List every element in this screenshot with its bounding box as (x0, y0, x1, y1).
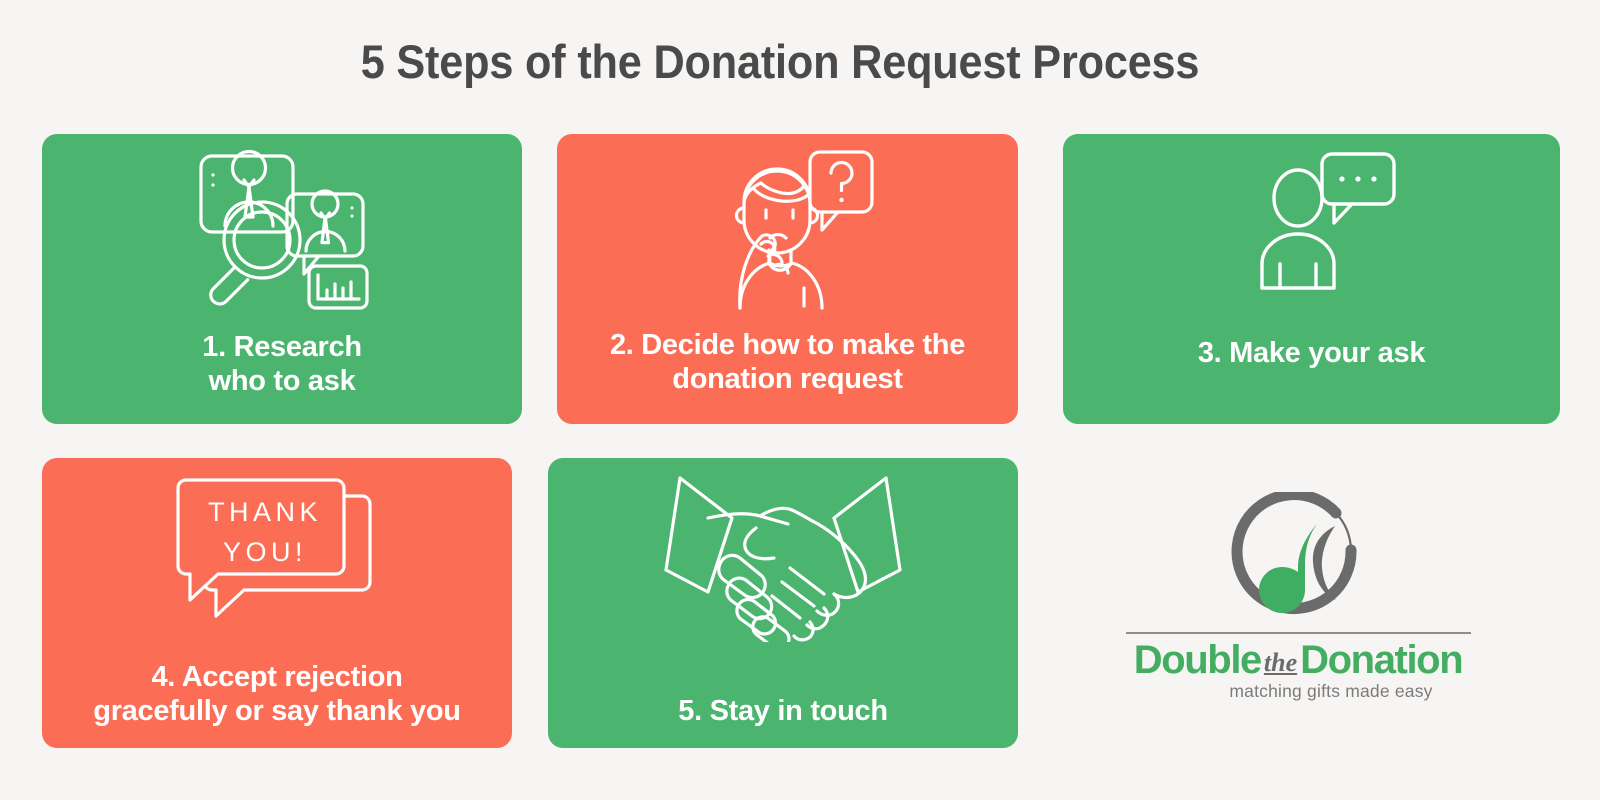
step-1-label-line1: 1. Research (202, 331, 362, 363)
step-4-label-line2: gracefully or say thank you (93, 695, 461, 728)
step-4-label-line1: 4. Accept rejection (151, 661, 403, 693)
step-card-1-label: 1. Research who to ask (42, 330, 522, 398)
logo-word-the: the (1263, 648, 1298, 677)
logo-divider (1125, 632, 1471, 634)
research-people-magnifier-icon (192, 144, 372, 312)
handshake-icon (658, 472, 908, 642)
step-2-label-line1: 2. Decide how to make the (609, 329, 966, 361)
thank-you-line1-text: THANK (208, 497, 322, 527)
step-2-label-line2: donation request (672, 363, 903, 396)
logo-mark-icon (1223, 492, 1373, 630)
step-card-4: THANK YOU! 4. Accept rejection gracefull… (42, 458, 512, 748)
thank-you-line2-text: YOU! (223, 537, 307, 567)
step-card-5-label: 5. Stay in touch (548, 694, 1018, 728)
thank-you-speech-bubble-icon: THANK YOU! (172, 474, 382, 634)
person-speech-bubble-icon (1222, 148, 1402, 298)
step-1-label-line2: who to ask (208, 365, 356, 398)
step-card-2-label: 2. Decide how to make the donation reque… (557, 328, 1018, 396)
logo-tagline: matching gifts made easy (1229, 681, 1433, 701)
step-card-5: 5. Stay in touch (548, 458, 1018, 748)
page-title: 5 Steps of the Donation Request Process (360, 35, 1200, 88)
step-card-4-label: 4. Accept rejection gracefully or say th… (42, 660, 512, 728)
step-card-3-label: 3. Make your ask (1063, 336, 1560, 370)
thinking-person-question-icon (698, 146, 878, 314)
logo-word-donation: Donation (1300, 638, 1464, 682)
step-card-2: 2. Decide how to make the donation reque… (557, 134, 1018, 424)
step-card-3: 3. Make your ask (1063, 134, 1560, 424)
step-card-1: 1. Research who to ask (42, 134, 522, 424)
step-5-label-line1: 5. Stay in touch (678, 695, 888, 727)
step-3-label-line1: 3. Make your ask (1197, 337, 1426, 369)
logo-word-double: Double (1133, 638, 1263, 682)
